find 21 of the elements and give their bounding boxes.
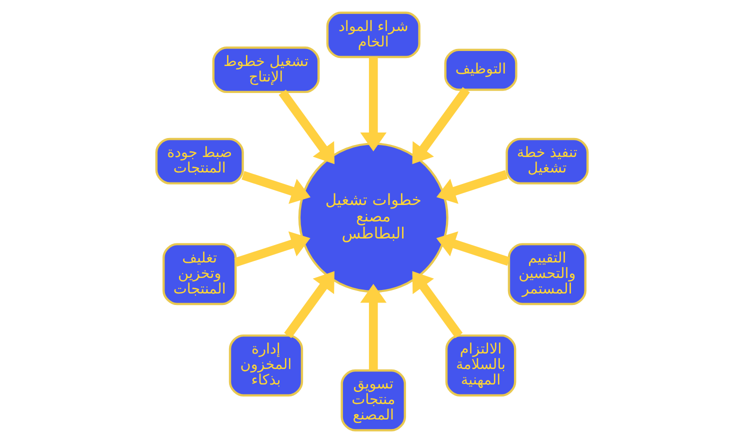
arrow (234, 231, 310, 267)
arrow (360, 57, 386, 152)
node-box: تشغيل خطوط الإنتاج (212, 46, 320, 94)
node-box: شراء المواد الخام (326, 12, 420, 58)
arrow (284, 271, 334, 338)
node-box: إدارة المخزون بذكاء (228, 334, 303, 396)
node-box: التقييم والتحسين المستمر (507, 243, 586, 306)
arrow (278, 90, 334, 164)
arrow (412, 271, 462, 338)
node-circle: خطوات تشغيل مصنع البطاطس (298, 142, 448, 293)
arrow (241, 171, 310, 204)
node-box: التوظيف (444, 48, 517, 91)
node-box: تنفيذ خطة تشغيل (505, 138, 588, 184)
arrow (436, 231, 510, 266)
arrow (412, 87, 470, 164)
arrow (360, 284, 386, 370)
node-box: تسويق منتجات المصنع (340, 369, 406, 432)
arrow (436, 170, 508, 204)
node-box: تغليف وتخزين المنتجات (162, 243, 236, 306)
node-box: ضبط جودة المنتجات (154, 138, 244, 184)
node-box: الالتزام بالسلامة المهنية (444, 334, 516, 396)
